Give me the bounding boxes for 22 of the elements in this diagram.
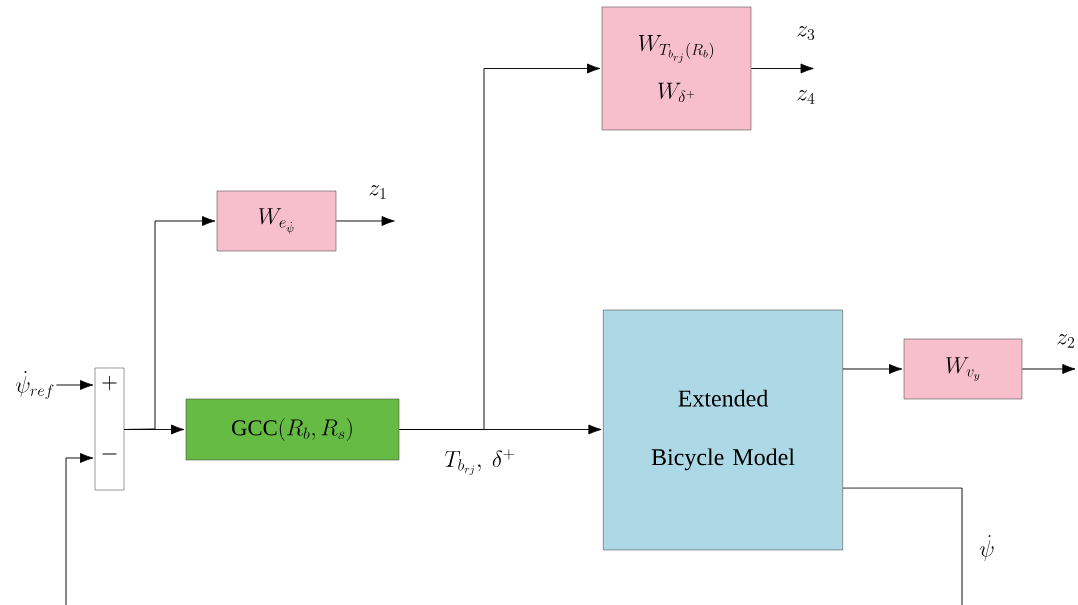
edge-label: $z_3$ xyxy=(795,24,817,41)
arrow xyxy=(1021,364,1076,374)
signal-label: $\dot{\psi}_{ref}$ xyxy=(15,371,54,399)
arrow xyxy=(750,63,814,74)
arrow xyxy=(65,453,94,605)
arrow xyxy=(123,216,216,430)
plant-block: Extended Bicycle Model xyxy=(603,309,843,551)
summing-junction: $+$ $-$ xyxy=(94,367,125,491)
arrow xyxy=(398,63,601,430)
edge-label: $z_2$ xyxy=(1055,332,1077,349)
weight-block: $W_{v_y}$ xyxy=(903,338,1023,400)
arrow xyxy=(335,216,395,226)
signal-line xyxy=(842,487,963,605)
controller-block: $\mathrm{GCC}(R_b,R_s)$ xyxy=(185,398,400,461)
arrow xyxy=(55,380,94,390)
signal-label: $z_4$ xyxy=(797,90,815,104)
edge-label: $T_{b_{rj}},\ \delta^+$ xyxy=(443,447,517,477)
weight-block: $W_{e_{\dot{\psi}}}$ xyxy=(216,190,337,252)
edge-label: $\dot{\psi}$ xyxy=(977,533,997,563)
edge-label: $z_1$ xyxy=(367,183,389,200)
arrow xyxy=(842,364,903,374)
weight-block: $W_{T_{b_{rj}}(R_b)}$ $W_{\delta^+}$ xyxy=(601,6,752,131)
